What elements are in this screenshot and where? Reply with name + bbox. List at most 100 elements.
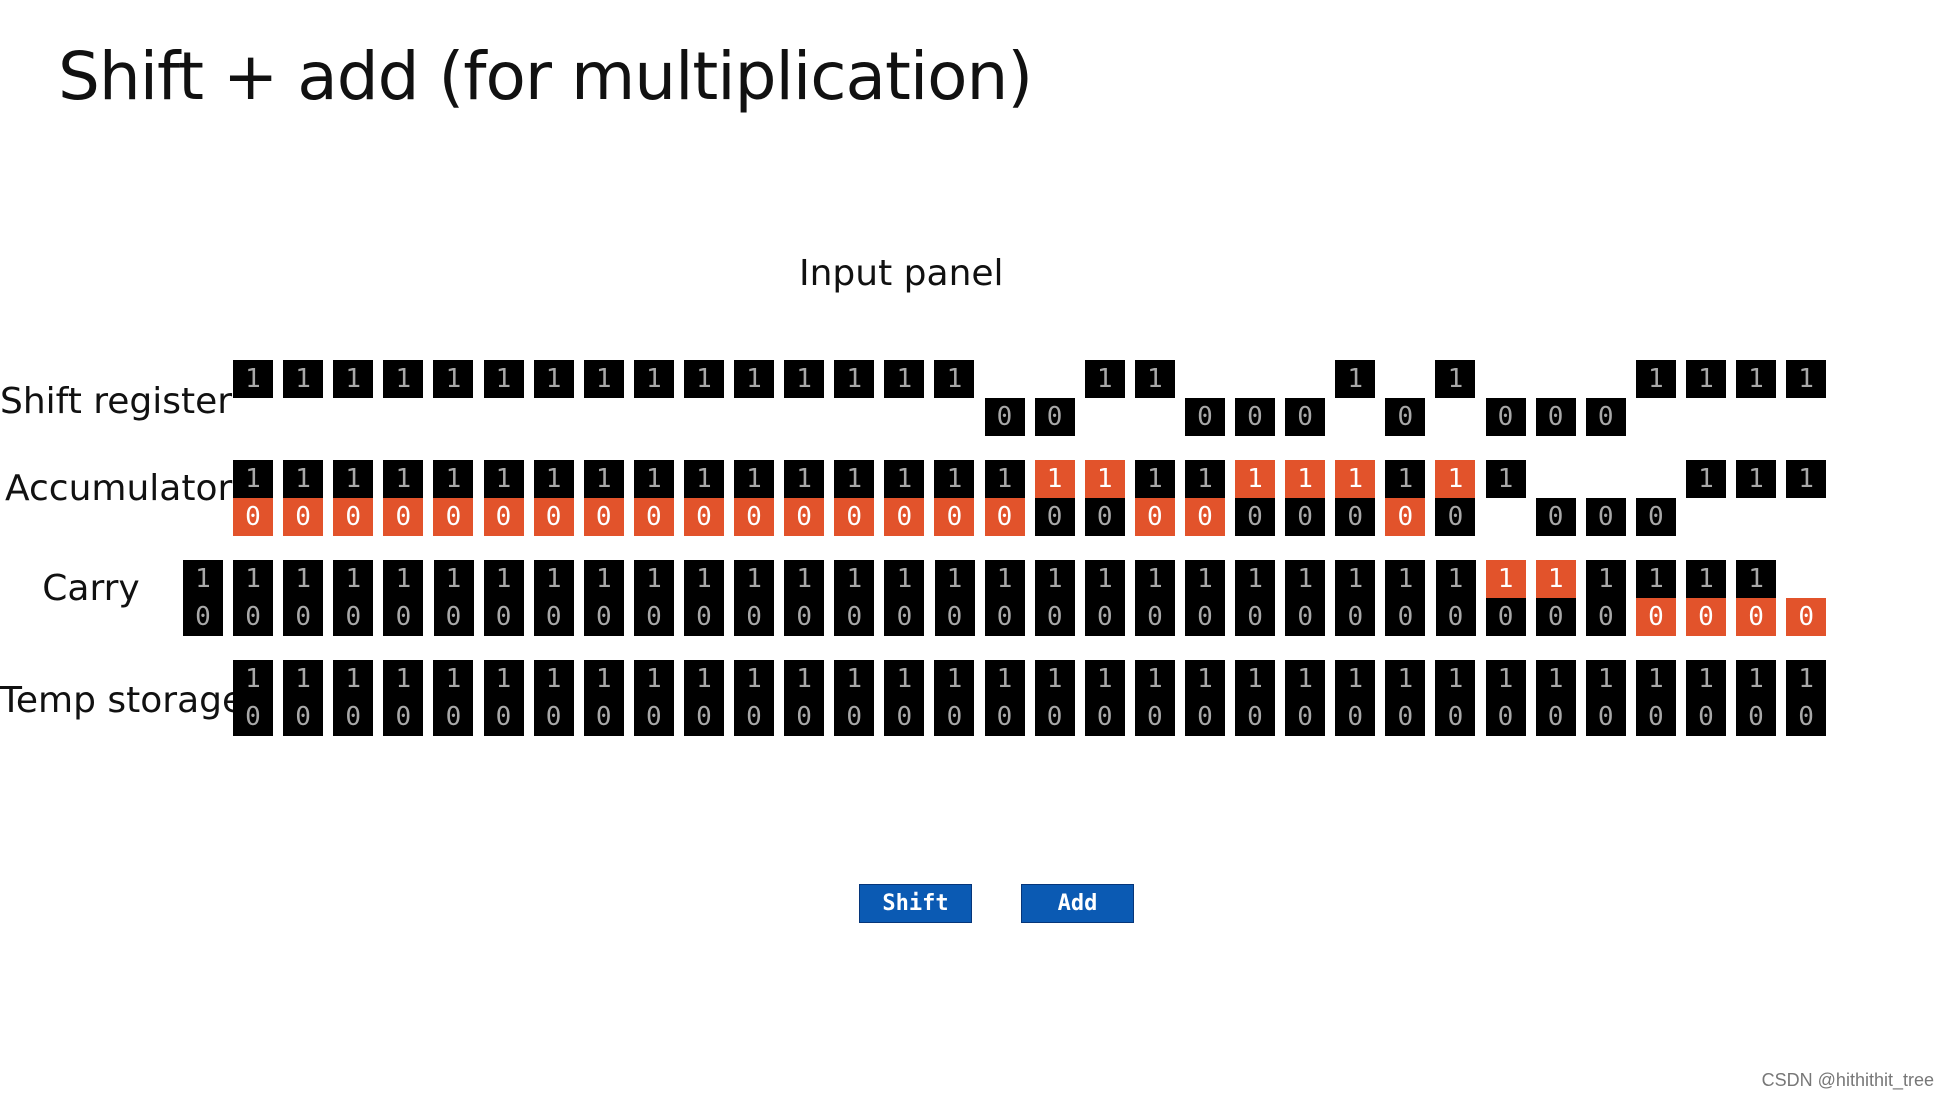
carry-bit-top[interactable]: 1 (533, 560, 574, 598)
temp-storage-bit-bottom[interactable]: 0 (1184, 698, 1225, 736)
shift-register-bit-top[interactable]: 1 (784, 360, 825, 398)
temp-storage-bit-bottom[interactable]: 0 (1235, 698, 1275, 736)
carry-bit-bottom[interactable]: 0 (734, 598, 775, 636)
carry-bit-bottom[interactable]: 0 (233, 598, 274, 636)
accumulator-bit-top[interactable]: 1 (1184, 460, 1225, 498)
carry-bit-top[interactable]: 1 (333, 560, 374, 598)
temp-storage-bit-top[interactable]: 1 (1435, 660, 1476, 698)
accumulator-bit-top[interactable]: 1 (1385, 460, 1426, 498)
accumulator-bit-bottom[interactable]: 0 (533, 498, 574, 536)
temp-storage-bit-top[interactable]: 1 (1736, 660, 1776, 698)
carry-bit-bottom[interactable]: 0 (1285, 598, 1326, 636)
accumulator-bit-top[interactable]: 1 (1736, 460, 1776, 498)
accumulator-bit-bottom[interactable]: 0 (1535, 498, 1576, 536)
shift-register-bit-top[interactable]: 1 (283, 360, 324, 398)
carry-bit-bottom[interactable]: 0 (1435, 598, 1476, 636)
temp-storage-bit-top[interactable]: 1 (233, 660, 273, 698)
accumulator-bit-top[interactable]: 1 (784, 460, 825, 498)
temp-storage-bit-bottom[interactable]: 0 (1585, 698, 1626, 736)
temp-storage-bit-bottom[interactable]: 0 (1285, 698, 1326, 736)
temp-storage-bit-bottom[interactable]: 0 (884, 698, 925, 736)
carry-bit-top[interactable]: 1 (1435, 560, 1476, 598)
temp-storage-bit-bottom[interactable]: 0 (834, 698, 875, 736)
accumulator-bit-top[interactable]: 1 (834, 460, 875, 498)
shift-register-bit-top[interactable]: 1 (433, 360, 474, 398)
carry-bit-bottom[interactable]: 0 (784, 598, 825, 636)
accumulator-bit-top[interactable]: 1 (433, 460, 474, 498)
accumulator-bit-bottom[interactable]: 0 (1034, 498, 1075, 536)
carry-bit-top[interactable]: 1 (433, 560, 474, 598)
temp-storage-bit-bottom[interactable]: 0 (1435, 698, 1476, 736)
carry-bit-top[interactable]: 1 (1686, 560, 1726, 598)
carry-bit-top[interactable]: 1 (834, 560, 875, 598)
carry-bit-bottom[interactable]: 0 (884, 598, 925, 636)
carry-bit-top[interactable]: 1 (1084, 560, 1125, 598)
temp-storage-bit-top[interactable]: 1 (533, 660, 574, 698)
temp-storage-bit-top[interactable]: 1 (483, 660, 524, 698)
temp-storage-bit-bottom[interactable]: 0 (583, 698, 624, 736)
carry-bit-bottom[interactable]: 0 (333, 598, 374, 636)
accumulator-bit-top[interactable]: 1 (1335, 460, 1376, 498)
temp-storage-bit-bottom[interactable]: 0 (483, 698, 524, 736)
temp-storage-bit-top[interactable]: 1 (734, 660, 774, 698)
carry-bit-top[interactable]: 1 (183, 560, 223, 598)
carry-bit-bottom[interactable]: 0 (433, 598, 474, 636)
accumulator-bit-bottom[interactable]: 0 (734, 498, 774, 536)
temp-storage-bit-top[interactable]: 1 (1285, 660, 1326, 698)
carry-bit-bottom[interactable]: 0 (483, 598, 524, 636)
carry-bit-top[interactable]: 1 (1635, 560, 1676, 598)
accumulator-bit-bottom[interactable]: 0 (884, 498, 925, 536)
accumulator-bit-top[interactable]: 1 (1235, 460, 1275, 498)
carry-bit-bottom[interactable]: 0 (684, 598, 724, 636)
shift-register-bit-top[interactable]: 1 (1134, 360, 1175, 398)
temp-storage-bit-top[interactable]: 1 (1084, 660, 1125, 698)
accumulator-bit-bottom[interactable]: 0 (383, 498, 424, 536)
carry-bit-top[interactable]: 1 (684, 560, 724, 598)
accumulator-bit-top[interactable]: 1 (533, 460, 574, 498)
accumulator-bit-top[interactable]: 1 (333, 460, 374, 498)
accumulator-bit-top[interactable]: 1 (633, 460, 674, 498)
temp-storage-bit-top[interactable]: 1 (884, 660, 925, 698)
temp-storage-bit-top[interactable]: 1 (1485, 660, 1526, 698)
shift-register-bit-top[interactable]: 1 (934, 360, 975, 398)
accumulator-bit-bottom[interactable]: 0 (784, 498, 825, 536)
temp-storage-bit-bottom[interactable]: 0 (1034, 698, 1075, 736)
accumulator-bit-bottom[interactable]: 0 (834, 498, 875, 536)
accumulator-bit-top[interactable]: 1 (984, 460, 1025, 498)
temp-storage-bit-top[interactable]: 1 (1535, 660, 1576, 698)
temp-storage-bit-bottom[interactable]: 0 (283, 698, 324, 736)
temp-storage-bit-top[interactable]: 1 (633, 660, 674, 698)
temp-storage-bit-bottom[interactable]: 0 (433, 698, 474, 736)
shift-register-bit-top[interactable]: 1 (1335, 360, 1376, 398)
carry-bit-bottom[interactable]: 0 (633, 598, 674, 636)
temp-storage-bit-top[interactable]: 1 (784, 660, 825, 698)
temp-storage-bit-top[interactable]: 1 (1685, 660, 1726, 698)
accumulator-bit-bottom[interactable]: 0 (683, 498, 724, 536)
accumulator-bit-bottom[interactable]: 0 (483, 498, 524, 536)
temp-storage-bit-top[interactable]: 1 (383, 660, 424, 698)
accumulator-bit-bottom[interactable]: 0 (1184, 498, 1225, 536)
temp-storage-bit-bottom[interactable]: 0 (233, 698, 273, 736)
temp-storage-bit-top[interactable]: 1 (283, 660, 324, 698)
temp-storage-bit-top[interactable]: 1 (1385, 660, 1426, 698)
add-button[interactable]: Add (1021, 884, 1134, 923)
carry-bit-bottom[interactable]: 0 (283, 598, 324, 636)
accumulator-bit-top[interactable]: 1 (1134, 460, 1175, 498)
carry-bit-top[interactable]: 1 (984, 560, 1025, 598)
accumulator-bit-bottom[interactable]: 0 (433, 498, 474, 536)
temp-storage-bit-bottom[interactable]: 0 (1635, 698, 1676, 736)
temp-storage-bit-top[interactable]: 1 (1184, 660, 1225, 698)
temp-storage-bit-bottom[interactable]: 0 (784, 698, 825, 736)
temp-storage-bit-top[interactable]: 1 (1786, 660, 1827, 698)
carry-bit-top[interactable]: 1 (633, 560, 674, 598)
temp-storage-bit-bottom[interactable]: 0 (683, 698, 724, 736)
accumulator-bit-bottom[interactable]: 0 (984, 498, 1025, 536)
temp-storage-bit-bottom[interactable]: 0 (1685, 698, 1726, 736)
shift-register-bit-bottom[interactable]: 0 (1485, 398, 1526, 436)
shift-register-bit-top[interactable]: 1 (633, 360, 674, 398)
carry-bit-bottom[interactable]: 0 (1585, 598, 1626, 636)
carry-bit-bottom[interactable]: 0 (183, 598, 223, 636)
carry-bit-bottom[interactable]: 0 (1185, 598, 1225, 636)
carry-bit-bottom[interactable]: 0 (1235, 598, 1276, 636)
shift-register-bit-bottom[interactable]: 0 (984, 398, 1025, 436)
